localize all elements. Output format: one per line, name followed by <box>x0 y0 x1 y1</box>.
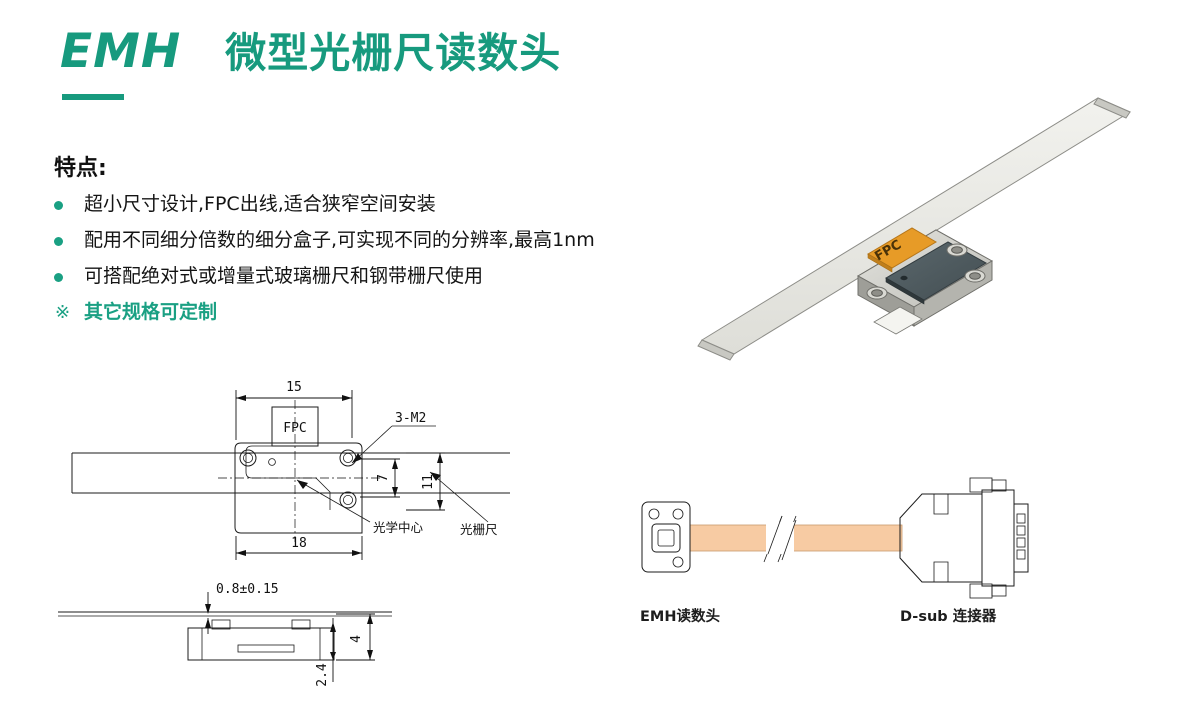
page-title: 微型光栅尺读数头 <box>225 29 562 77</box>
mounting-hole-top <box>239 449 257 467</box>
reader-head-connector <box>641 501 691 573</box>
drawing-top-view: FPC <box>71 380 510 560</box>
brand-logo: EMH <box>60 24 182 79</box>
bullet-icon <box>54 201 63 210</box>
list-item: 可搭配绝对式或增量式玻璃栅尺和钢带栅尺使用 <box>54 264 754 291</box>
feature-text: 超小尺寸设计,FPC出线,适合狭窄空间安装 <box>84 193 436 215</box>
dimension-15: 15 <box>235 380 353 440</box>
list-item: 配用不同细分倍数的细分盒子,可实现不同的分辨率,最高1nm <box>54 228 754 255</box>
header-underline <box>62 94 124 100</box>
feature-text: 可搭配绝对式或增量式玻璃栅尺和钢带栅尺使用 <box>84 265 484 287</box>
list-item: ※ 其它规格可定制 <box>54 300 754 327</box>
mounting-hole-3d <box>964 269 986 283</box>
bullet-icon <box>54 273 63 282</box>
page-header: EMH 微型光栅尺读数头 <box>60 28 561 75</box>
dimension-4: 4 <box>336 613 375 661</box>
callout-optical-center: 光学中心 <box>296 479 424 535</box>
fpc-tab-3d: FPC <box>867 227 937 273</box>
dimension-label: 18 <box>291 536 307 551</box>
reader-head-3d <box>856 229 994 335</box>
mounting-hole-top <box>339 449 357 467</box>
caption-dsub-connector: D-sub 连接器 <box>900 609 997 625</box>
feature-text: 其它规格可定制 <box>84 301 218 323</box>
dimension-label: 11 <box>421 474 436 490</box>
dsub-connector <box>899 477 1029 599</box>
dimension-label: 4 <box>349 635 364 643</box>
dimension-label: 15 <box>286 380 302 395</box>
dimension-11: 11 <box>406 452 445 511</box>
cable-assembly-diagram <box>630 470 1060 630</box>
drawing-side-view: 0.8±0.15 4 2.4 <box>58 582 392 687</box>
mounting-hole-3d <box>866 286 888 300</box>
callout-label: 光学中心 <box>373 520 424 535</box>
reference-mark-icon: ※ <box>54 302 71 322</box>
fpc-cable <box>689 515 903 563</box>
dimension-label: 7 <box>376 474 391 482</box>
dimension-label: 0.8±0.15 <box>216 582 279 597</box>
list-item: 超小尺寸设计,FPC出线,适合狭窄空间安装 <box>54 192 754 219</box>
features-heading: 特点: <box>54 156 107 181</box>
caption-reader-head: EMH读数头 <box>640 609 720 625</box>
dimension-gap: 0.8±0.15 <box>205 582 279 634</box>
mounting-hole-3d <box>946 243 968 257</box>
dimension-2-4: 2.4 <box>315 618 336 687</box>
fpc-label-drawing: FPC <box>283 421 306 436</box>
callout-3-m2: 3-M2 <box>351 411 436 464</box>
callout-label: 3-M2 <box>395 411 426 426</box>
scale-tape-3d <box>697 97 1132 361</box>
scale-tape-outline <box>71 452 510 494</box>
product-3d-render: FPC <box>690 88 1190 378</box>
dimension-7: 7 <box>360 458 400 498</box>
callout-label: 光栅尺 <box>460 522 498 537</box>
dimension-18: 18 <box>235 536 363 560</box>
technical-drawing: FPC <box>40 360 560 690</box>
features-list: 超小尺寸设计,FPC出线,适合狭窄空间安装 配用不同细分倍数的细分盒子,可实现不… <box>54 192 754 336</box>
mounting-hole-top <box>339 491 357 509</box>
bullet-icon <box>54 237 63 246</box>
callout-scale: 光栅尺 <box>429 471 498 537</box>
feature-text: 配用不同细分倍数的细分盒子,可实现不同的分辨率,最高1nm <box>84 229 595 251</box>
dimension-label: 2.4 <box>315 663 330 687</box>
